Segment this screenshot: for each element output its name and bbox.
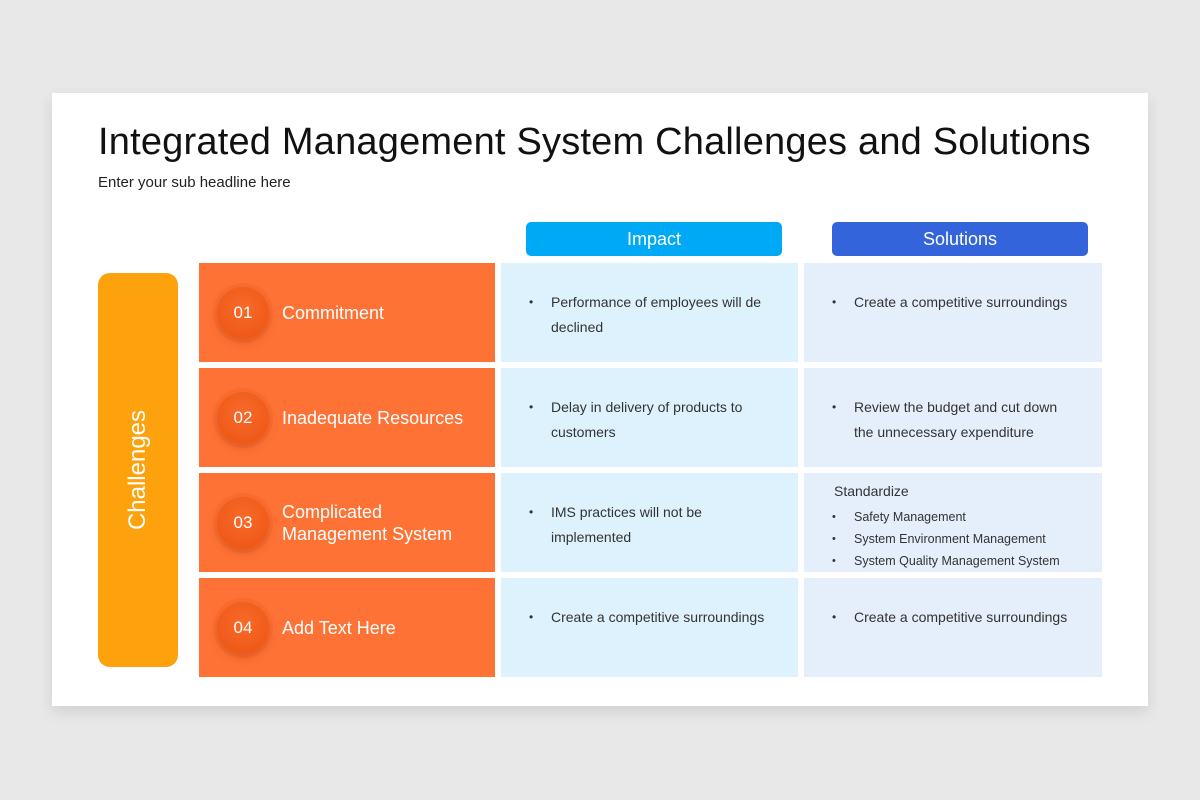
impact-cell: Create a competitive surroundings xyxy=(501,578,798,677)
number-badge: 04 xyxy=(217,601,269,654)
table-row: 04 Add Text Here Create a competitive su… xyxy=(199,578,1102,677)
solutions-cell: Standardize Safety Management System Env… xyxy=(804,473,1102,572)
challenge-label: Add Text Here xyxy=(282,617,396,638)
number-badge: 01 xyxy=(217,286,269,339)
table-row: 01 Commitment Performance of employees w… xyxy=(199,263,1102,362)
slide-subtitle: Enter your sub headline here xyxy=(98,174,291,191)
table-row: 02 Inadequate Resources Delay in deliver… xyxy=(199,368,1102,467)
solution-bullet: Create a competitive surroundings xyxy=(832,290,1072,315)
challenge-label: Commitment xyxy=(282,302,385,323)
solutions-cell: Create a competitive surroundings xyxy=(804,263,1102,362)
challenge-cell: 02 Inadequate Resources xyxy=(199,368,495,467)
challenge-label: Inadequate Resources xyxy=(282,407,464,428)
challenge-cell: 01 Commitment xyxy=(199,263,495,362)
challenge-cell: 03 Complicated Management System xyxy=(199,473,495,572)
challenge-cell: 04 Add Text Here xyxy=(199,578,495,677)
number-badge: 03 xyxy=(217,496,269,549)
solutions-cell: Create a competitive surroundings xyxy=(804,578,1102,677)
solutions-cell: Review the budget and cut down the unnec… xyxy=(804,368,1102,467)
solution-bullet: Review the budget and cut down the unnec… xyxy=(832,395,1072,445)
solution-bullet: Safety Management xyxy=(832,506,1060,528)
table-row: 03 Complicated Management System IMS pra… xyxy=(199,473,1102,572)
challenges-side-label: Challenges xyxy=(98,273,178,667)
solution-bullet: System Quality Management System xyxy=(832,550,1060,572)
impact-bullet: Delay in delivery of products to custome… xyxy=(529,395,769,445)
slide: Integrated Management System Challenges … xyxy=(52,93,1148,706)
solution-bullet: Create a competitive surroundings xyxy=(832,605,1072,630)
impact-cell: IMS practices will not be implemented xyxy=(501,473,798,572)
solution-heading: Standardize xyxy=(834,483,909,499)
solutions-header: Solutions xyxy=(832,222,1088,256)
impact-cell: Delay in delivery of products to custome… xyxy=(501,368,798,467)
impact-bullet: Performance of employees will de decline… xyxy=(529,290,769,340)
slide-title: Integrated Management System Challenges … xyxy=(98,121,1091,163)
impact-header: Impact xyxy=(526,222,782,256)
challenge-label: Complicated Management System xyxy=(282,501,453,544)
number-badge: 02 xyxy=(217,391,269,444)
impact-bullet: IMS practices will not be implemented xyxy=(529,500,769,550)
solution-bullet: System Environment Management xyxy=(832,528,1060,550)
impact-cell: Performance of employees will de decline… xyxy=(501,263,798,362)
challenges-label-text: Challenges xyxy=(124,409,151,531)
impact-bullet: Create a competitive surroundings xyxy=(529,605,769,630)
